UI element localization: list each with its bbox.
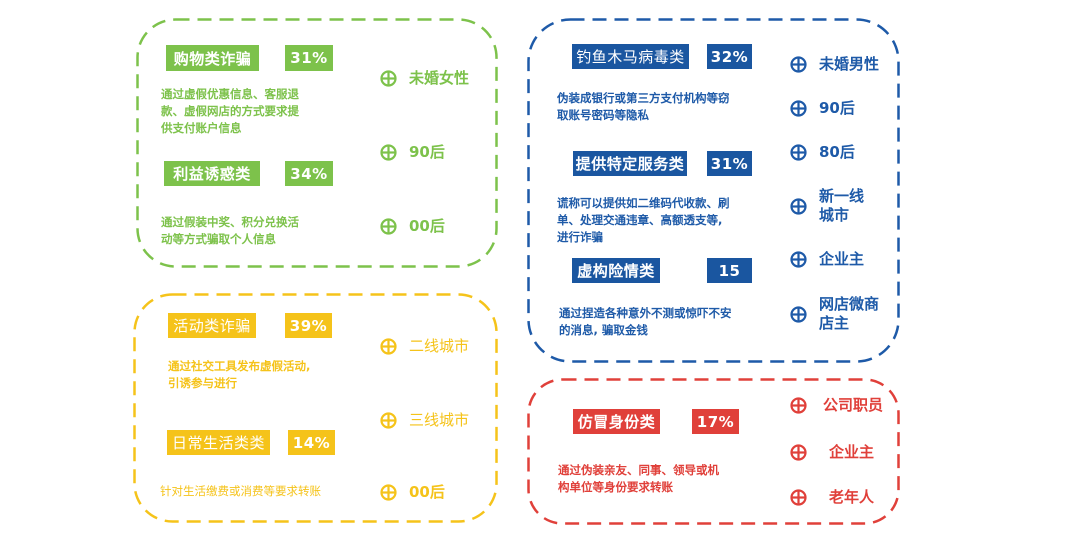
target-elderly: 老年人 (790, 488, 874, 507)
target-business-owner: 企业主 (790, 443, 874, 462)
target-label: 二线城市 (409, 337, 470, 355)
circle-plus-icon (380, 338, 397, 355)
panel-phishing-fraud (527, 18, 900, 363)
panel-activity-fraud (133, 293, 498, 523)
circle-plus-icon (790, 144, 807, 161)
percent-badge-daily-life: 14% (288, 430, 335, 455)
target-label: 公司职员 (823, 396, 884, 414)
desc-line: 款、虚假网店的方式要求提 (161, 104, 299, 118)
category-tag-interest-lure: 利益诱惑类 (164, 161, 260, 186)
desc-line: 伪装成银行或第三方支付机构等窃 (557, 91, 730, 105)
circle-plus-icon (790, 397, 807, 414)
circle-plus-icon (790, 489, 807, 506)
target-post-80s: 80后 (790, 143, 855, 162)
dashed-border (136, 18, 498, 268)
target-unmarried-men: 未婚男性 (790, 55, 879, 74)
target-label: 企业主 (829, 443, 875, 461)
target-label-line: 新一线 (819, 187, 865, 205)
desc-line: 动等方式骗取个人信息 (161, 232, 276, 246)
description-daily-life: 针对生活缴费或消费等要求转账 (160, 483, 380, 500)
target-label: 网店微商 店主 (819, 295, 879, 333)
target-label-line: 店主 (819, 314, 850, 332)
circle-plus-icon (790, 444, 807, 461)
percent-badge-phishing-trojan: 32% (707, 44, 752, 69)
description-interest-lure: 通过假装中奖、积分兑换活 动等方式骗取个人信息 (161, 214, 351, 248)
desc-line: 取账号密码等隐私 (557, 108, 649, 122)
target-label: 新一线 城市 (819, 187, 864, 225)
target-post-90s: 90后 (790, 99, 855, 118)
description-specific-service: 谎称可以提供如二维码代收款、刷 单、处理交通违章、高额透支等, 进行诈骗 (557, 195, 777, 246)
target-label: 00后 (409, 217, 445, 235)
desc-line: 通过捏造各种意外不测或惊吓不安 (559, 306, 732, 320)
target-company-employee: 公司职员 (790, 396, 883, 415)
target-tier2-city: 二线城市 (380, 337, 469, 356)
circle-plus-icon (380, 70, 397, 87)
target-post-00s: 00后 (380, 217, 445, 236)
percent-badge-specific-service: 31% (707, 151, 752, 176)
target-label: 90后 (819, 99, 855, 117)
desc-line: 供支付账户信息 (161, 121, 242, 135)
category-tag-daily-life: 日常生活类类 (167, 430, 270, 455)
description-shopping: 通过虚假优惠信息、客服退 款、虚假网店的方式要求提 供支付账户信息 (161, 86, 351, 137)
desc-line: 构单位等身份要求转账 (558, 480, 673, 494)
category-tag-fake-emergency: 虚构险情类 (572, 258, 660, 283)
desc-line: 通过社交工具发布虚假活动, (168, 359, 311, 373)
category-tag-shopping: 购物类诈骗 (166, 45, 259, 71)
target-label: 90后 (409, 143, 445, 161)
circle-plus-icon (790, 100, 807, 117)
desc-line: 单、处理交通违章、高额透支等, (557, 213, 723, 227)
desc-line: 针对生活缴费或消费等要求转账 (160, 484, 321, 498)
target-unmarried-women: 未婚女性 (380, 69, 469, 88)
target-label: 未婚男性 (819, 55, 880, 73)
circle-plus-icon (790, 56, 807, 73)
target-business-owner: 企业主 (790, 250, 864, 269)
percent-badge-activity: 39% (285, 313, 332, 338)
category-tag-phishing-trojan: 钓鱼木马病毒类 (572, 44, 689, 69)
target-label: 00后 (409, 483, 445, 501)
target-label: 80后 (819, 143, 855, 161)
target-online-store-owner: 网店微商 店主 (790, 295, 879, 333)
circle-plus-icon (790, 251, 807, 268)
percent-badge-fake-emergency: 15 (707, 258, 752, 283)
target-tier3-city: 三线城市 (380, 411, 469, 430)
category-tag-impersonation: 仿冒身份类 (573, 409, 660, 434)
desc-line: 进行诈骗 (557, 230, 603, 244)
target-label: 未婚女性 (409, 69, 470, 87)
circle-plus-icon (380, 144, 397, 161)
target-label-line: 城市 (819, 206, 850, 224)
desc-line: 引诱参与进行 (168, 376, 237, 390)
percent-badge-impersonation: 17% (692, 409, 739, 434)
desc-line: 的消息, 骗取金钱 (559, 323, 648, 337)
percent-badge-shopping: 31% (285, 45, 333, 71)
desc-line: 通过伪装亲友、同事、领导或机 (558, 463, 719, 477)
dashed-border (133, 293, 498, 523)
circle-plus-icon (790, 197, 807, 215)
desc-line: 谎称可以提供如二维码代收款、刷 (557, 196, 730, 210)
target-label: 企业主 (819, 250, 865, 268)
circle-plus-icon (380, 412, 397, 429)
category-tag-specific-service: 提供特定服务类 (573, 151, 687, 176)
description-phishing-trojan: 伪装成银行或第三方支付机构等窃 取账号密码等隐私 (557, 90, 777, 124)
target-label: 老年人 (829, 488, 875, 506)
panel-shopping-fraud (136, 18, 498, 268)
target-label-line: 网店微商 (819, 295, 880, 313)
desc-line: 通过虚假优惠信息、客服退 (161, 87, 299, 101)
description-fake-emergency: 通过捏造各种意外不测或惊吓不安 的消息, 骗取金钱 (559, 305, 779, 339)
description-activity: 通过社交工具发布虚假活动, 引诱参与进行 (168, 358, 368, 392)
circle-plus-icon (380, 484, 397, 501)
target-new-tier1-city: 新一线 城市 (790, 187, 864, 225)
percent-badge-interest-lure: 34% (285, 161, 333, 186)
circle-plus-icon (380, 218, 397, 235)
target-label: 三线城市 (409, 411, 470, 429)
circle-plus-icon (790, 305, 807, 323)
category-tag-activity: 活动类诈骗 (168, 313, 256, 338)
target-post-90s: 90后 (380, 143, 445, 162)
description-impersonation: 通过伪装亲友、同事、领导或机 构单位等身份要求转账 (558, 462, 778, 496)
target-post-00s: 00后 (380, 483, 445, 502)
desc-line: 通过假装中奖、积分兑换活 (161, 215, 299, 229)
dashed-border (527, 18, 900, 363)
